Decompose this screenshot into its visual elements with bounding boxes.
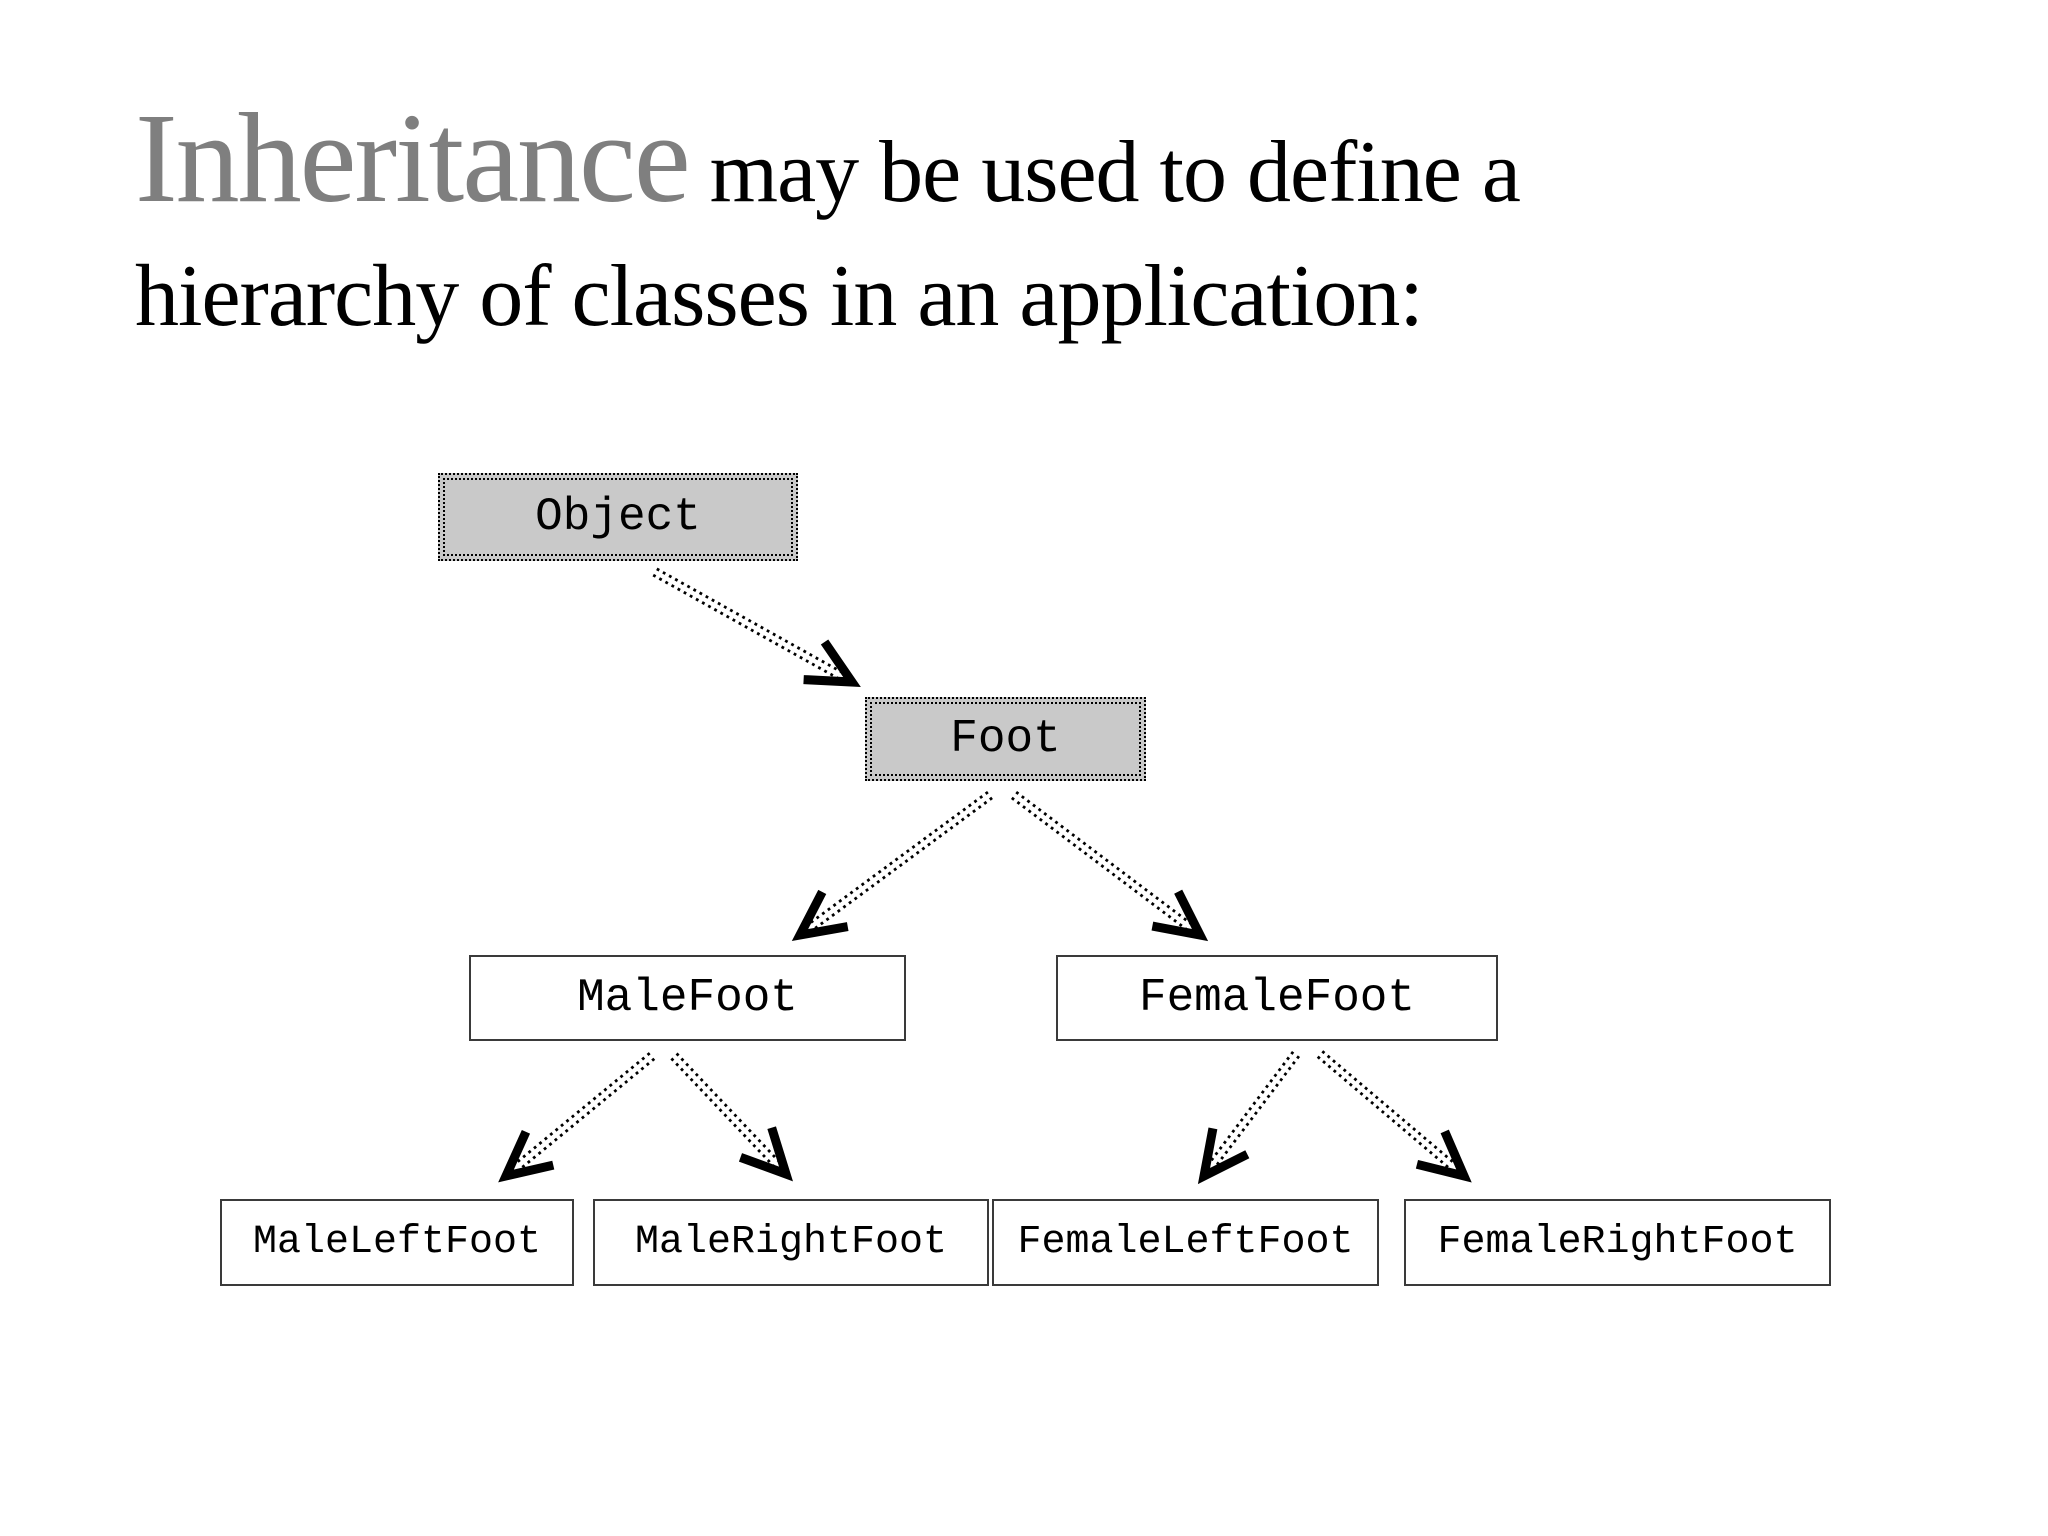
slide-title-line2: hierarchy of classes in an application: xyxy=(135,248,1424,345)
class-box-malerightfoot: MaleRightFoot xyxy=(593,1199,989,1286)
class-box-label: MaleFoot xyxy=(577,972,798,1024)
class-box-femaleleftfoot: FemaleLeftFoot xyxy=(992,1199,1379,1286)
class-box-malefoot: MaleFoot xyxy=(469,955,906,1041)
slide-title-emphasis: Inheritance xyxy=(135,87,691,229)
class-box-label: MaleRightFoot xyxy=(634,1220,948,1265)
class-box-object: Object xyxy=(438,473,798,561)
class-box-maleleftfoot: MaleLeftFoot xyxy=(220,1199,574,1286)
class-box-femalefoot: FemaleFoot xyxy=(1056,955,1498,1041)
class-box-label: FemaleLeftFoot xyxy=(1017,1220,1354,1265)
class-box-label: Object xyxy=(535,491,701,543)
class-box-foot: Foot xyxy=(865,697,1146,781)
class-box-label: Foot xyxy=(950,713,1061,765)
class-box-label: MaleLeftFoot xyxy=(252,1220,542,1265)
class-box-femalerightfoot: FemaleRightFoot xyxy=(1404,1199,1831,1286)
slide-title: Inheritance may be used to define a hier… xyxy=(135,94,1835,359)
slide-title-line1-rest: may be used to define a xyxy=(709,124,1521,221)
class-box-label: FemaleFoot xyxy=(1138,972,1416,1024)
class-box-label: FemaleRightFoot xyxy=(1437,1220,1798,1265)
